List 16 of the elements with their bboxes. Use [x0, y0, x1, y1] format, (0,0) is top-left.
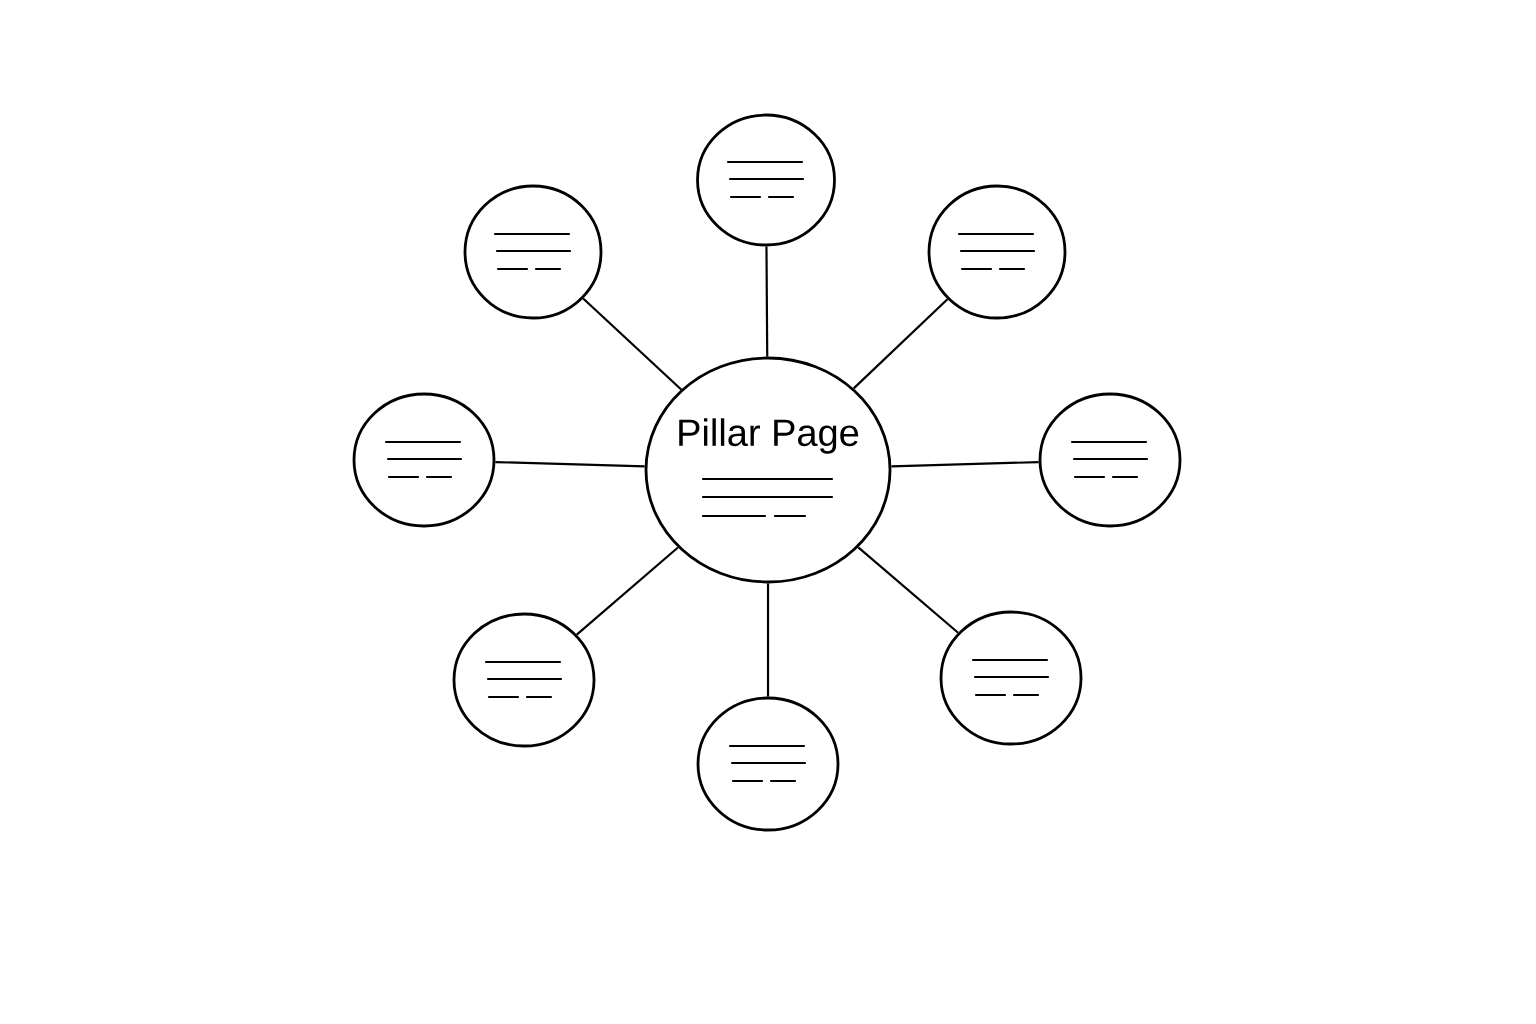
connector-line: [495, 461, 645, 468]
topic-circle: [352, 392, 496, 528]
connector-line: [576, 546, 679, 636]
connector-line: [852, 298, 949, 390]
topic-circle: [1038, 392, 1182, 528]
connector-line: [766, 583, 770, 697]
topic-circle: [452, 612, 596, 748]
connector-line: [765, 246, 769, 357]
connector-line: [857, 546, 959, 634]
topic-circle: [696, 696, 840, 832]
topic-circle: [939, 610, 1083, 746]
topic-circle: [696, 113, 836, 247]
connector-line: [582, 297, 682, 391]
topic-circle: [927, 184, 1067, 320]
topic-circle: [463, 184, 603, 320]
connector-line: [891, 461, 1039, 468]
